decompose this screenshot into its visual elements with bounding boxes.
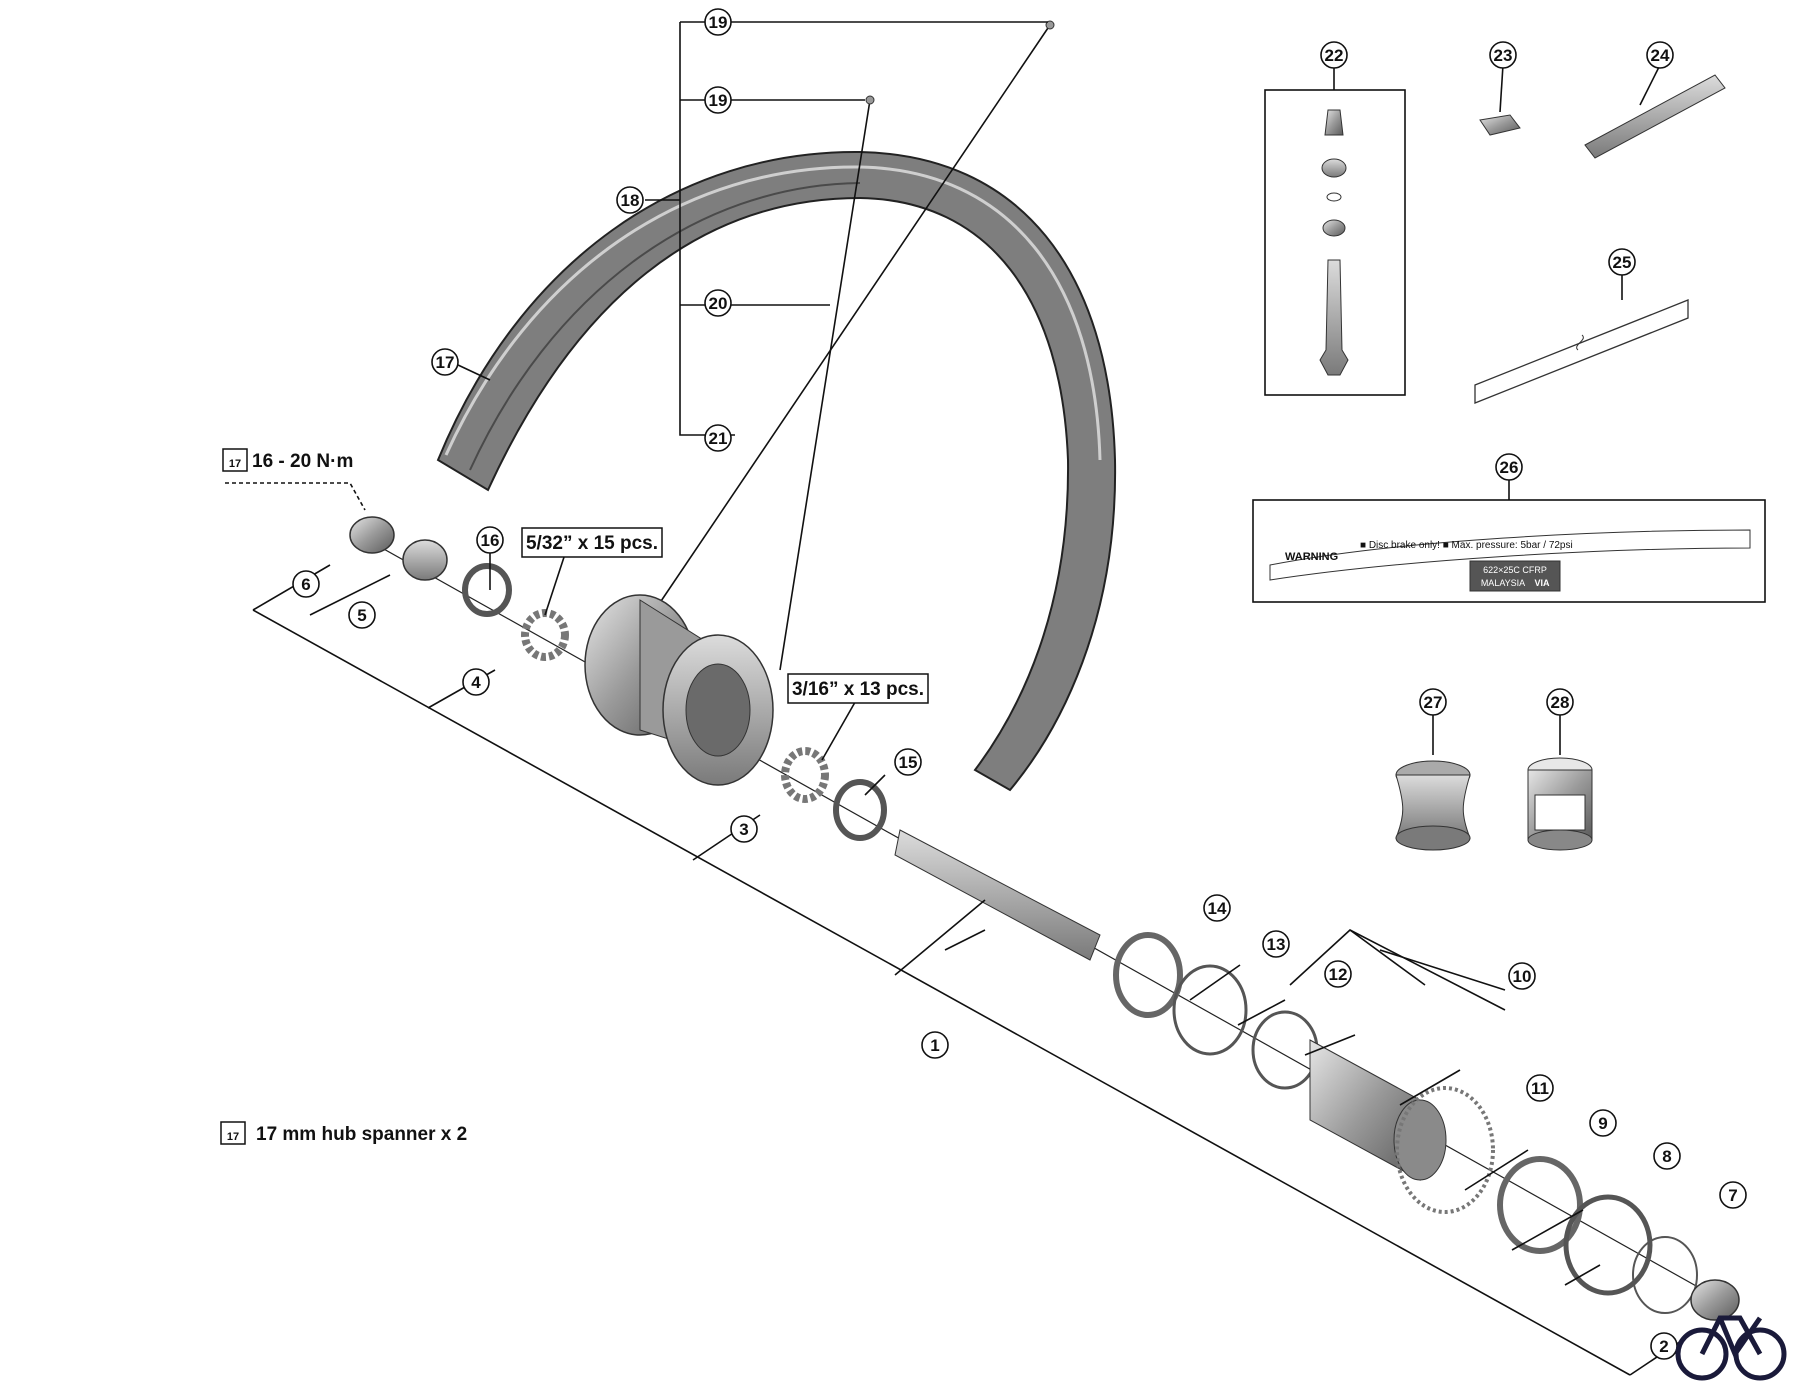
callout-8: 8	[1653, 1142, 1681, 1170]
svg-text:27: 27	[1424, 693, 1443, 712]
callout-17: 17	[431, 348, 459, 376]
svg-text:5: 5	[357, 606, 366, 625]
decal-box: WARNING ■ Disc brake only! ■ Max. pressu…	[1252, 499, 1766, 603]
callout-16: 16	[476, 526, 504, 554]
callout-3: 3	[730, 815, 758, 843]
callout-25: 25	[1608, 248, 1636, 276]
callout-22: 22	[1320, 41, 1348, 69]
callout-12: 12	[1324, 960, 1352, 988]
svg-text:2: 2	[1659, 1337, 1668, 1356]
callouts: 1 2 3 4 5 6 7 8 9 10 11 12 13 14 15 16 1…	[292, 8, 1747, 1360]
valve-box	[1264, 89, 1406, 396]
torque-text: 16 - 20 N·m	[252, 451, 353, 472]
callout-6: 6	[292, 570, 320, 598]
hub-spanner-icon	[220, 1121, 246, 1145]
svg-text:17: 17	[229, 458, 241, 470]
decal-size: 622×25C CFRP	[1483, 565, 1547, 575]
callout-14: 14	[1203, 894, 1231, 922]
callout-1: 1	[921, 1031, 949, 1059]
svg-text:13: 13	[1267, 935, 1286, 954]
tool-note-text: 17 mm hub spanner x 2	[256, 1124, 467, 1145]
svg-text:12: 12	[1329, 965, 1348, 984]
svg-text:26: 26	[1500, 458, 1519, 477]
callout-2: 2	[1650, 1332, 1678, 1360]
bicycle-logo-icon	[1675, 1315, 1787, 1381]
svg-text:25: 25	[1613, 253, 1632, 272]
svg-text:19: 19	[709, 13, 728, 32]
callout-9: 9	[1589, 1109, 1617, 1137]
svg-text:6: 6	[301, 575, 310, 594]
bearing-sleeve	[1395, 760, 1471, 851]
callout-7: 7	[1719, 1181, 1747, 1209]
svg-text:14: 14	[1208, 899, 1227, 918]
torque-label: 17 16 - 20 N·m	[222, 448, 353, 472]
svg-text:8: 8	[1662, 1147, 1671, 1166]
svg-text:10: 10	[1513, 967, 1532, 986]
spokes	[654, 20, 1055, 671]
decal-line1: ■ Disc brake only! ■ Max. pressure: 5bar…	[1360, 540, 1573, 551]
svg-text:17: 17	[227, 1131, 239, 1143]
svg-text:17: 17	[436, 353, 455, 372]
svg-text:15: 15	[899, 753, 918, 772]
svg-text:18: 18	[621, 191, 640, 210]
callout-24: 24	[1646, 41, 1674, 69]
callout-13: 13	[1262, 930, 1290, 958]
callout-10: 10	[1508, 962, 1536, 990]
right-side-parts	[781, 747, 1740, 1321]
svg-text:3: 3	[739, 820, 748, 839]
svg-text:16: 16	[481, 531, 500, 550]
svg-text:28: 28	[1551, 693, 1570, 712]
spoke-wrench	[1584, 74, 1726, 159]
callout-4: 4	[462, 668, 490, 696]
leader-lines	[225, 21, 1691, 1376]
svg-text:1: 1	[930, 1036, 939, 1055]
callout-20: 20	[704, 289, 732, 317]
callout-18: 18	[616, 186, 644, 214]
hub-spanner-icon	[222, 448, 248, 472]
rim	[436, 150, 1117, 792]
callout-15: 15	[894, 748, 922, 776]
svg-text:4: 4	[471, 673, 481, 692]
svg-text:19: 19	[709, 91, 728, 110]
rim-tape	[1474, 299, 1689, 404]
svg-text:3/16” x 13 pcs.: 3/16” x 13 pcs.	[792, 679, 924, 700]
callout-23: 23	[1489, 41, 1517, 69]
balls-rear-label: 3/16” x 13 pcs.	[787, 673, 929, 704]
decal-brand: VIA	[1534, 578, 1550, 588]
callout-5: 5	[348, 601, 376, 629]
callout-19-b: 19	[704, 86, 732, 114]
svg-text:5/32” x 15 pcs.: 5/32” x 15 pcs.	[526, 533, 658, 554]
svg-text:22: 22	[1325, 46, 1344, 65]
tool-note: 17 17 mm hub spanner x 2	[220, 1121, 467, 1145]
decal-warning: WARNING	[1285, 551, 1338, 563]
callout-19-a: 19	[704, 8, 732, 36]
spoke-nipple-tool	[1479, 114, 1521, 136]
decal-origin: MALAYSIA	[1481, 578, 1525, 588]
callout-27: 27	[1419, 688, 1447, 716]
callout-11: 11	[1526, 1074, 1554, 1102]
svg-text:7: 7	[1728, 1186, 1737, 1205]
grease-tub	[1527, 757, 1593, 851]
callout-21: 21	[704, 424, 732, 452]
callout-28: 28	[1546, 688, 1574, 716]
callout-26: 26	[1495, 453, 1523, 481]
hub-shell	[584, 594, 774, 786]
svg-text:24: 24	[1651, 46, 1670, 65]
svg-text:11: 11	[1531, 1079, 1549, 1098]
balls-front-label: 5/32” x 15 pcs.	[521, 527, 663, 558]
svg-text:9: 9	[1598, 1114, 1607, 1133]
svg-text:23: 23	[1494, 46, 1513, 65]
svg-text:21: 21	[709, 429, 728, 448]
svg-text:20: 20	[709, 294, 728, 313]
